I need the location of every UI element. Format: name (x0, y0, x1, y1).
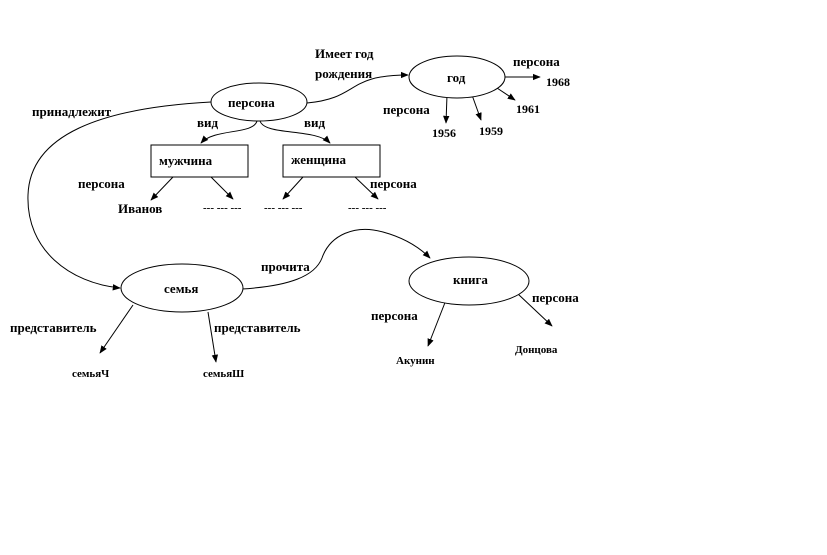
label-predstavitel-right: представитель (214, 320, 301, 335)
label-persona-kniga-right: персона (532, 290, 579, 305)
edge-god-1956 (443, 94, 450, 124)
leaf-dots-3: --- --- --- (348, 202, 387, 214)
label-persona-god-left: персона (383, 102, 430, 117)
node-zhenshchina-label: женщина (291, 152, 346, 167)
leaf-ivanov: Иванов (118, 201, 162, 216)
leaf-dots-2: --- --- --- (264, 202, 303, 214)
node-kniga-shape (408, 256, 530, 306)
edge-persona-god (306, 71, 409, 104)
node-god-label: год (447, 70, 466, 85)
edge-persona-muzhchina (200, 120, 258, 144)
edge-semya-semyaCh (99, 304, 134, 354)
edge-persona-zhenshchina (259, 120, 331, 144)
node-zhenshchina-shape (282, 144, 381, 178)
edge-god-1959 (471, 94, 482, 121)
node-persona-shape (210, 82, 308, 122)
label-persona-muzh: персона (78, 176, 125, 191)
label-vid-right: вид (304, 115, 326, 130)
label-persona-kniga-left: персона (371, 308, 418, 323)
node-semya-shape (120, 263, 244, 313)
edge-muzh-ivanov (150, 176, 174, 201)
edge-zhen-dots-right (354, 176, 379, 200)
edge-kniga-dontsova (517, 293, 553, 327)
leaf-semyaSh: семьяШ (203, 368, 244, 380)
leaf-akunin: Акунин (396, 355, 435, 367)
edge-persona-semya (27, 101, 212, 291)
label-persona-god-right: персона (513, 54, 560, 69)
node-god-shape (408, 55, 506, 99)
label-vid-left: вид (197, 115, 219, 130)
leaf-1959: 1959 (479, 124, 503, 138)
node-semya-label: семья (164, 281, 198, 296)
edge-muzh-dots (210, 176, 234, 200)
edge-zhen-dots-left (282, 176, 304, 200)
label-predstavitel-left: представитель (10, 320, 97, 335)
leaf-1968: 1968 (546, 75, 570, 89)
leaf-semyaCh: семьяЧ (72, 368, 109, 380)
edge-semya-kniga (241, 228, 431, 290)
label-persona-zhen: персона (370, 176, 417, 191)
node-muzhchina-label: мужчина (159, 153, 213, 168)
leaf-dots-1: --- --- --- (203, 202, 242, 214)
label-imeet-god-2: рождения (315, 66, 372, 81)
node-muzhchina-shape (150, 144, 249, 178)
node-persona-label: персона (228, 95, 275, 110)
leaf-1961: 1961 (516, 102, 540, 116)
edge-kniga-akunin (427, 299, 447, 347)
label-prochita: прочита (261, 259, 310, 274)
label-imeet-god-1: Имеет год (315, 46, 374, 61)
leaf-1956: 1956 (432, 126, 456, 140)
label-prinadlezhit: принадлежит (32, 104, 112, 119)
node-kniga-label: книга (453, 272, 488, 287)
edge-god-1961 (496, 87, 516, 101)
leaf-dontsova: Донцова (515, 344, 558, 356)
edge-semya-semyaSh (207, 311, 219, 363)
